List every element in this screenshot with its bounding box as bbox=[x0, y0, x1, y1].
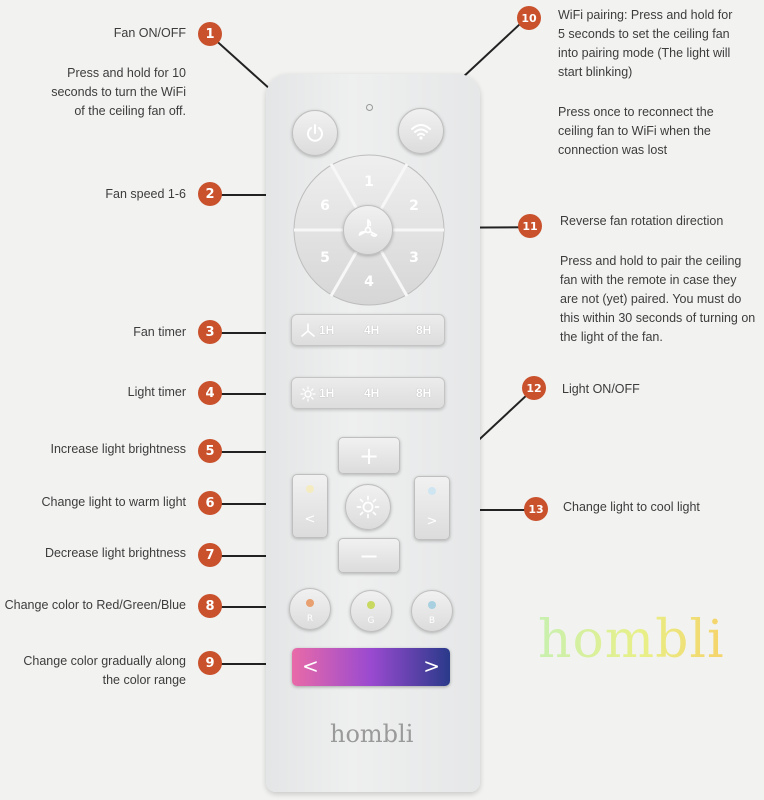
speed-3-button[interactable]: 3 bbox=[409, 250, 419, 266]
callout-light-onoff-text: Light ON/OFF bbox=[562, 382, 640, 396]
color-blue-button[interactable]: B bbox=[411, 590, 453, 632]
cool-arrow-icon: > bbox=[426, 514, 438, 529]
leader-line-6 bbox=[210, 503, 292, 505]
speed-1-button[interactable]: 1 bbox=[364, 174, 374, 190]
fan-timer-bar: 1H 4H 8H bbox=[291, 314, 445, 346]
badge-6: 6 bbox=[198, 491, 222, 515]
fan-timer-1h-button[interactable]: 1H bbox=[319, 323, 335, 337]
power-icon bbox=[307, 124, 323, 142]
warm-indicator bbox=[306, 485, 314, 493]
light-timer-bar: 1H 4H 8H bbox=[291, 377, 445, 409]
status-led bbox=[366, 104, 373, 111]
leader-line-13 bbox=[462, 509, 536, 511]
brightness-down-button[interactable]: − bbox=[338, 538, 400, 573]
color-gradient-slider[interactable]: < > bbox=[292, 648, 450, 686]
leader-line-3 bbox=[210, 332, 290, 334]
speed-4-button[interactable]: 4 bbox=[364, 274, 374, 290]
callout-fan-timer-text: Fan timer bbox=[133, 325, 186, 339]
brightness-up-button[interactable]: + bbox=[338, 437, 400, 474]
slider-left-arrow[interactable]: < bbox=[302, 654, 319, 678]
callout-reverse-text: Reverse fan rotation direction bbox=[560, 214, 724, 228]
badge-10: 10 bbox=[517, 6, 541, 30]
callout-wifi-pairing-text: WiFi pairing: Press and hold for 5 secon… bbox=[558, 8, 733, 79]
color-red-button[interactable]: R bbox=[289, 588, 331, 630]
leader-line-8 bbox=[210, 606, 286, 608]
brand-logo: hombli bbox=[538, 610, 725, 670]
fan-blade-icon bbox=[358, 219, 378, 237]
warm-arrow-icon: < bbox=[304, 512, 316, 527]
light-icon bbox=[356, 495, 380, 519]
color-red-label: R bbox=[306, 614, 314, 624]
light-power-button[interactable] bbox=[345, 484, 391, 530]
remote-brand-logo: hombli bbox=[330, 720, 414, 748]
fan-icon bbox=[301, 323, 315, 337]
leader-line-4 bbox=[210, 393, 290, 395]
callout-light-timer-text: Light timer bbox=[127, 385, 186, 399]
blue-indicator bbox=[428, 601, 436, 609]
badge-12: 12 bbox=[522, 376, 546, 400]
callout-fan-speed-text: Fan speed 1-6 bbox=[105, 187, 186, 201]
speed-6-button[interactable]: 6 bbox=[320, 198, 330, 214]
callout-cool-light-text: Change light to cool light bbox=[563, 500, 700, 514]
callout-fan-wifi-off-text: Press and hold for 10 seconds to turn th… bbox=[51, 66, 186, 118]
green-indicator bbox=[367, 601, 375, 609]
badge-2: 2 bbox=[198, 182, 222, 206]
speed-5-button[interactable]: 5 bbox=[320, 250, 330, 266]
badge-3: 3 bbox=[198, 320, 222, 344]
light-timer-8h-button[interactable]: 8H bbox=[416, 386, 432, 400]
color-green-label: G bbox=[367, 616, 375, 626]
fan-timer-4h-button[interactable]: 4H bbox=[364, 323, 380, 337]
badge-7: 7 bbox=[198, 543, 222, 567]
callout-brightness-up-text: Increase light brightness bbox=[50, 442, 187, 456]
leader-line-2 bbox=[210, 194, 290, 196]
sun-icon bbox=[300, 386, 316, 402]
light-timer-1h-button[interactable]: 1H bbox=[319, 386, 335, 400]
warm-light-button[interactable]: < bbox=[292, 474, 328, 538]
wifi-pairing-button[interactable] bbox=[398, 108, 444, 154]
callout-wifi-reconnect-text: Press once to reconnect the ceiling fan … bbox=[558, 105, 714, 157]
badge-1: 1 bbox=[198, 22, 222, 46]
slider-right-arrow[interactable]: > bbox=[423, 654, 440, 678]
badge-9: 9 bbox=[198, 651, 222, 675]
cool-indicator bbox=[428, 487, 436, 495]
callout-rgb-text: Change color to Red/Green/Blue bbox=[4, 598, 186, 612]
light-timer-4h-button[interactable]: 4H bbox=[364, 386, 380, 400]
fan-timer-8h-button[interactable]: 8H bbox=[416, 323, 432, 337]
badge-11: 11 bbox=[518, 214, 542, 238]
callout-fan-onoff-text: Fan ON/OFF bbox=[113, 26, 186, 40]
badge-5: 5 bbox=[198, 439, 222, 463]
color-green-button[interactable]: G bbox=[350, 590, 392, 632]
leader-line-9 bbox=[210, 663, 292, 665]
red-indicator bbox=[306, 599, 314, 607]
callout-pair-remote-text: Press and hold to pair the ceiling fan w… bbox=[560, 254, 756, 344]
reverse-fan-button[interactable] bbox=[343, 205, 393, 255]
fan-power-button[interactable] bbox=[292, 110, 338, 156]
callout-warm-light-text: Change light to warm light bbox=[41, 495, 186, 509]
badge-4: 4 bbox=[198, 381, 222, 405]
cool-light-button[interactable]: > bbox=[414, 476, 450, 540]
badge-13: 13 bbox=[524, 497, 548, 521]
badge-8: 8 bbox=[198, 594, 222, 618]
callout-gradient-text: Change color gradually along the color r… bbox=[23, 654, 186, 687]
color-blue-label: B bbox=[428, 616, 436, 626]
wifi-icon bbox=[411, 124, 431, 140]
callout-brightness-down-text: Decrease light brightness bbox=[44, 546, 186, 560]
speed-2-button[interactable]: 2 bbox=[409, 198, 419, 214]
